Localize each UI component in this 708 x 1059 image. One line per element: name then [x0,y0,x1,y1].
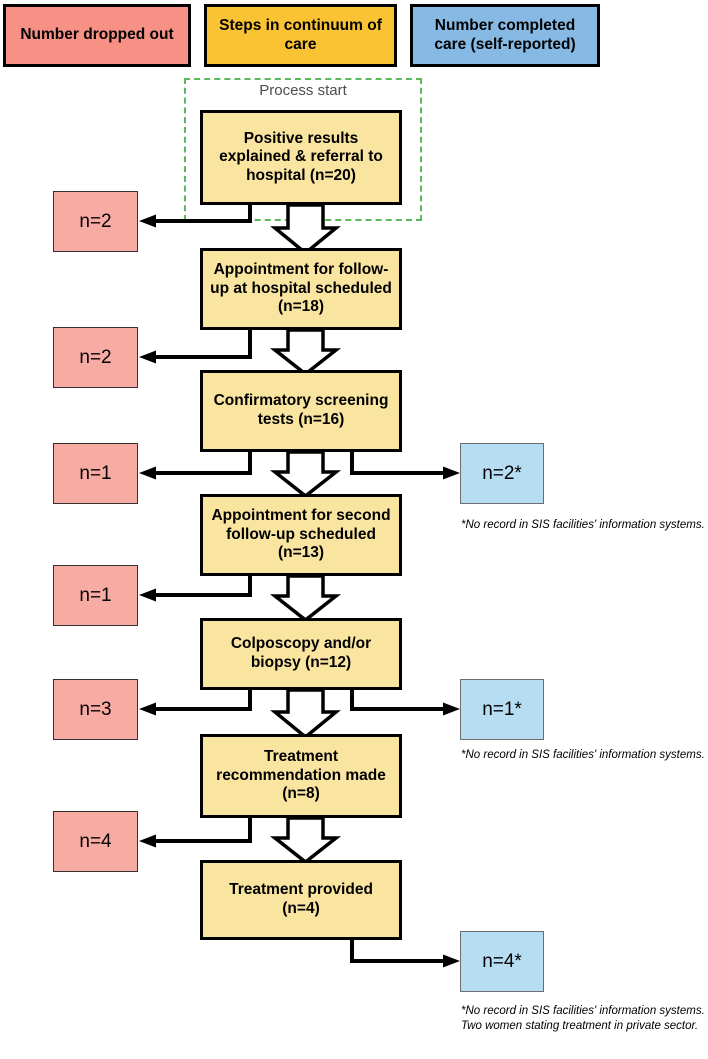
legend-number-dropped-out: Number dropped out [3,4,191,67]
dropout-box-1: n=2 [53,191,138,252]
process-start-label: Process start [259,82,347,99]
block-arrow-step6-step7 [269,816,342,865]
block-arrow-step1-step2 [270,203,341,256]
step-box-appointment-followup: Appointment for follow-up at hospital sc… [200,248,402,330]
arrow-step2-dropout [139,330,252,364]
step-box-treatment-provided: Treatment provided (n=4) [200,860,402,940]
completed-box-1: n=2* [460,443,544,504]
block-arrow-step2-step3 [269,328,342,377]
arrow-step4-dropout [139,576,252,602]
step-box-treatment-recommendation: Treatment recommendation made (n=8) [200,734,402,818]
footnote-2: *No record in SIS facilities' informatio… [461,749,705,761]
dropout-box-5: n=3 [53,679,138,740]
dropout-box-4: n=1 [53,565,138,626]
footnote-1: *No record in SIS facilities' informatio… [461,519,705,531]
step-box-colposcopy-biopsy: Colposcopy and/or biopsy (n=12) [200,618,402,690]
arrow-step1-dropout [139,205,252,228]
dropout-box-3: n=1 [53,443,138,504]
step-box-second-followup: Appointment for second follow-up schedul… [200,494,402,576]
dropout-box-6: n=4 [53,811,138,872]
arrow-step6-dropout [139,818,252,848]
arrow-step3-dropout [139,452,252,480]
arrow-step5-dropout [139,690,252,716]
completed-box-3: n=4* [460,931,544,992]
arrow-step7-completed [350,940,460,968]
block-arrow-step3-step4 [269,450,342,499]
block-arrow-step4-step5 [269,574,342,623]
arrow-step3-completed [350,452,460,480]
legend-number-completed-care: Number completed care (self-reported) [410,4,600,67]
footnote-3: *No record in SIS facilities' informatio… [461,1005,705,1032]
dropout-box-2: n=2 [53,327,138,388]
arrow-step5-completed [350,690,460,716]
block-arrow-step5-step6 [270,688,341,740]
legend-steps-in-continuum-of-care: Steps in continuum of care [204,4,397,67]
step-box-confirmatory-screening: Confirmatory screening tests (n=16) [200,370,402,452]
step-box-positive-results: Positive results explained & referral to… [200,110,402,205]
completed-box-2: n=1* [460,679,544,740]
